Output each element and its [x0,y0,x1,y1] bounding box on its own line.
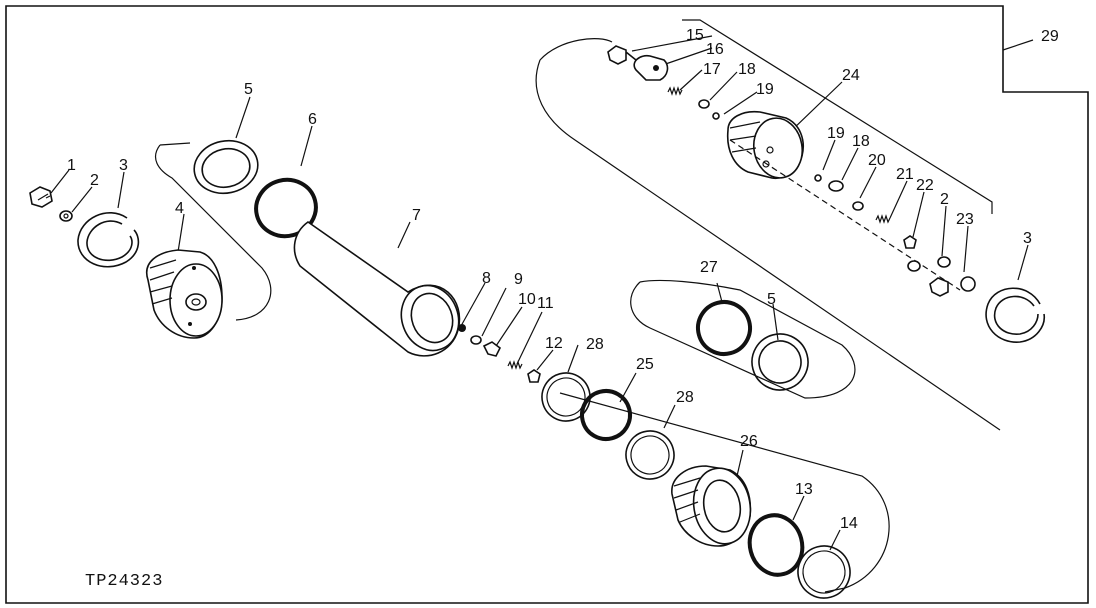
part-wiper-5 [751,333,809,391]
part-seat-20 [852,201,864,211]
part-washer-2 [59,210,73,222]
part-bolt-15 [607,45,637,65]
part-seat-18 [828,180,844,192]
callout-label: 20 [868,152,886,169]
part-plug-12 [527,369,541,383]
part-washer-23 [960,276,976,292]
callout-label: 4 [175,200,184,217]
part-plate-16 [633,54,669,81]
callout-leader-29 [1002,39,1034,51]
callout-label: 19 [827,125,845,142]
part-spring-11 [507,360,523,370]
callout-label: 26 [740,433,758,450]
part-piston-26 [671,465,752,547]
part-backup-ring-14 [797,545,851,599]
callout-label: 17 [703,61,721,78]
callout-label: 29 [1041,28,1059,45]
callout-label: 2 [90,172,99,189]
callout-label: 11 [537,295,554,312]
part-barrel-7 [293,221,461,357]
part-plug-23 [929,277,949,297]
callout-label: 28 [676,389,694,406]
figure-id: TP24323 [85,572,163,591]
callout-label: 8 [482,270,491,287]
callout-label: 15 [686,27,704,44]
callout-label: 18 [738,61,756,78]
assembly-outline-head [155,144,272,321]
part-spring-17 [667,86,683,96]
part-washer-2 [937,256,951,268]
callout-label: 19 [756,81,774,98]
callout-label: 3 [119,157,128,174]
callout-label: 1 [67,157,76,174]
callout-label: 5 [244,81,253,98]
callout-label: 18 [852,133,870,150]
callout-labels: 1 2 3 4 5 6 7 8 9 10 11 12 13 14 15 16 1… [67,27,1059,532]
callout-label: 10 [518,291,536,308]
part-valve-10 [482,341,502,357]
callout-label: 12 [545,335,563,352]
callout-label: 14 [840,515,858,532]
part-o-ring-27 [696,300,752,356]
callout-label: 25 [636,356,654,373]
part-seat-18 [698,99,710,109]
part-o-ring-6 [254,177,318,239]
callout-label: 7 [412,207,421,224]
assembly-outline-piston [630,279,856,399]
part-rod-guide-4 [145,249,223,339]
part-ball-19 [814,174,822,182]
part-snap-ring-3 [985,287,1045,343]
callout-label: 16 [706,41,724,58]
callout-label: 28 [586,336,604,353]
callout-label: 9 [514,271,523,288]
callout-label: 6 [308,111,317,128]
diagram-frame [5,5,1089,604]
assembly-outline-seal [559,392,890,593]
part-plug-22 [903,235,917,249]
callout-label: 3 [1023,230,1032,247]
part-plate-16-hole [653,65,659,71]
part-washer-2 [907,260,921,272]
callout-label: 24 [842,67,860,84]
part-o-ring-25 [580,389,632,441]
callout-label: 5 [767,291,776,308]
callout-label: 13 [795,481,813,498]
part-wiper-5 [193,139,259,195]
part-washer-2-hole [63,213,69,219]
part-backup-ring-28 [541,372,591,422]
part-bolt-1 [29,186,53,208]
callout-label: 22 [916,177,934,194]
part-spring-21 [875,214,891,224]
part-backup-ring-28 [625,430,675,480]
callout-label: 27 [700,259,718,276]
part-ball-8 [458,324,466,332]
part-ball-19 [712,112,720,120]
assembly-outline-head [159,142,191,146]
callout-label: 23 [956,211,974,228]
assembly-outline-rod [535,38,1001,431]
part-snap-ring-3 [77,212,140,268]
callout-label: 2 [940,191,949,208]
callout-label: 21 [896,166,914,183]
callout-leaders [50,35,1029,551]
part-washer-9 [470,335,482,345]
part-o-ring-13 [747,513,805,577]
group-centerline [729,139,961,291]
group-bracket [682,19,993,214]
